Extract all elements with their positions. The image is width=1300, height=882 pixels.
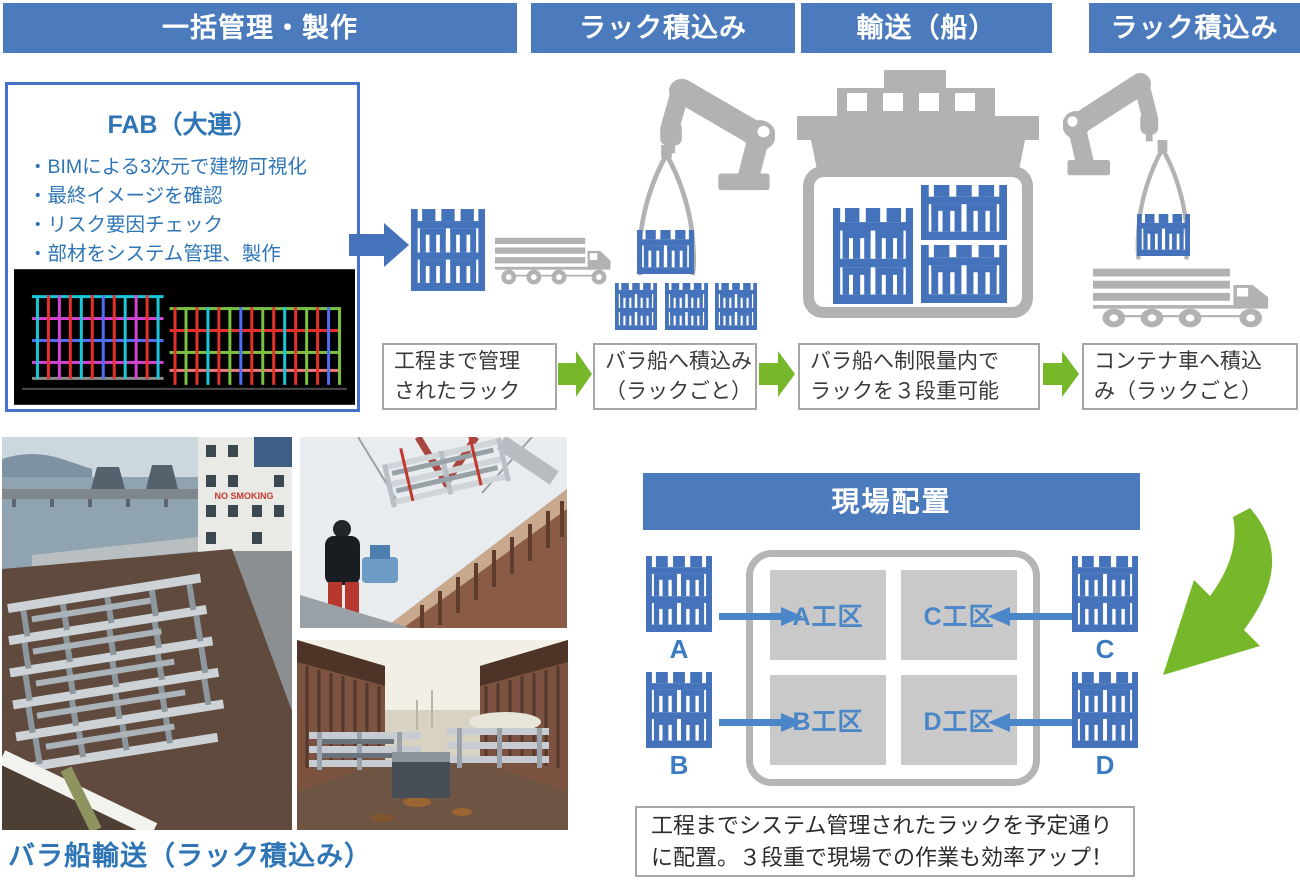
photo-crane-lifting-rack xyxy=(300,437,567,628)
flow-step-container-truck: コンテナ車へ積込 み（ラックごと） xyxy=(1082,343,1298,410)
robot-arm-icon xyxy=(1062,84,1158,175)
arrow-rack-a-to-zone xyxy=(719,607,803,626)
process-header-rack-loading-2: ラック積込み xyxy=(1089,3,1300,53)
site-layout-note: 工程までシステム管理されたラックを予定通り に配置。３段重で現場での作業も効率ア… xyxy=(635,806,1135,877)
process-header-ship-transport: 輸送（船） xyxy=(801,3,1052,53)
photo-ship-hold-loaded-racks: NO SMOKING xyxy=(2,437,292,830)
flow-arrow-icon xyxy=(558,351,592,397)
big-green-arrow-icon xyxy=(1163,508,1273,675)
rack-icon-a xyxy=(646,556,712,632)
photo-ship-hold-interior xyxy=(297,640,568,830)
rack-icon-d xyxy=(1072,672,1138,748)
rack-icon-c xyxy=(1072,556,1138,632)
fab-bullet: ・BIMによる3次元で建物可視化 xyxy=(28,156,307,178)
fab-bullet: ・リスク要因チェック xyxy=(28,214,224,236)
hanging-rack xyxy=(382,437,511,508)
flow-step-load-bulk-ship: バラ船へ積込み （ラックごと） xyxy=(593,343,757,410)
rack-row-icons xyxy=(615,283,757,330)
process-header-rack-loading-1: ラック積込み xyxy=(531,3,795,53)
rack-in-sling-icon xyxy=(637,230,694,274)
flow-arrow-icon xyxy=(759,351,795,397)
fab-title: FAB（大連） xyxy=(107,111,258,139)
flow-step-managed-racks: 工程まで管理 されたラック xyxy=(382,343,557,410)
fab-output-arrow-icon xyxy=(349,223,409,267)
fab-info-box: FAB（大連） ・BIMによる3次元で建物可視化 ・最終イメージを確認 ・リスク… xyxy=(5,82,360,412)
rack-label-c: C xyxy=(1095,634,1115,664)
flow-step-stack-three: バラ船へ制限量内で ラックを３段重可能 xyxy=(798,343,1040,410)
process-header-management: 一括管理・製作 xyxy=(3,3,517,53)
rack-icon xyxy=(411,209,485,291)
rack-icon-b xyxy=(646,672,712,748)
crane-unloading-icon xyxy=(1058,60,1269,328)
container-truck-icon xyxy=(1093,268,1269,328)
photo-caption: バラ船輸送（ラック積込み） xyxy=(8,841,372,871)
fab-bullet: ・部材をシステム管理、製作 xyxy=(28,243,281,265)
bim-model-image xyxy=(14,269,355,405)
site-layout-title: 現場配置 xyxy=(643,473,1140,530)
fab-bullet: ・最終イメージを確認 xyxy=(28,185,223,207)
steel-racks-cargo xyxy=(7,573,225,773)
arrow-rack-c-to-zone xyxy=(988,607,1072,626)
arrow-rack-d-to-zone xyxy=(988,713,1072,732)
cargo-ship-icon xyxy=(797,70,1039,318)
ship-no-smoking-text: NO SMOKING xyxy=(214,491,273,501)
fab-bullet-list: ・BIMによる3次元で建物可視化 ・最終イメージを確認 ・リスク要因チェック ・… xyxy=(28,153,357,269)
rack-label-d: D xyxy=(1095,750,1115,780)
rack-label-a: A xyxy=(669,634,689,664)
rack-in-sling-icon xyxy=(1137,214,1190,256)
zone-b: B工区 xyxy=(770,675,886,765)
rack-label-b: B xyxy=(669,750,689,780)
steel-racks-stowed xyxy=(309,712,549,798)
crane-loading-icon xyxy=(615,63,775,330)
arrow-rack-b-to-zone xyxy=(719,713,803,732)
bim-wireframe xyxy=(21,295,348,390)
flow-arrow-icon xyxy=(1043,351,1079,397)
